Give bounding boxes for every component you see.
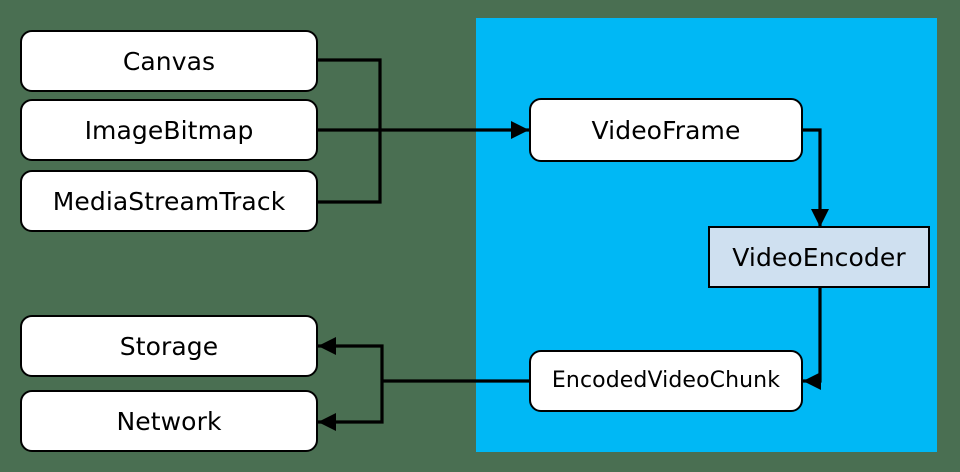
node-storage-label: Storage xyxy=(119,331,219,361)
node-storage[interactable]: Storage xyxy=(20,315,318,377)
node-network[interactable]: Network xyxy=(20,390,318,452)
node-mediastreamtrack-label: MediaStreamTrack xyxy=(52,186,286,216)
node-videoencoder[interactable]: VideoEncoder xyxy=(708,226,930,288)
node-encodedvideochunk[interactable]: EncodedVideoChunk xyxy=(529,350,803,412)
node-canvas[interactable]: Canvas xyxy=(20,30,318,92)
node-encodedvideochunk-label: EncodedVideoChunk xyxy=(551,368,781,393)
node-canvas-label: Canvas xyxy=(122,46,216,76)
edge-bus-to-storage xyxy=(318,344,384,381)
edge-canvas-to-videoframe xyxy=(318,58,382,130)
arrowhead-network-in xyxy=(318,413,336,431)
node-videoencoder-label: VideoEncoder xyxy=(732,242,906,272)
node-videoframe-label: VideoFrame xyxy=(591,115,741,145)
edge-mediastreamtrack-to-videoframe xyxy=(318,130,382,204)
edge-bus-to-network xyxy=(318,381,384,424)
node-videoframe[interactable]: VideoFrame xyxy=(529,98,803,162)
node-imagebitmap[interactable]: ImageBitmap xyxy=(20,99,318,161)
node-network-label: Network xyxy=(116,406,222,436)
node-imagebitmap-label: ImageBitmap xyxy=(84,115,254,145)
node-mediastreamtrack[interactable]: MediaStreamTrack xyxy=(20,170,318,232)
arrowhead-storage-in xyxy=(318,337,336,355)
